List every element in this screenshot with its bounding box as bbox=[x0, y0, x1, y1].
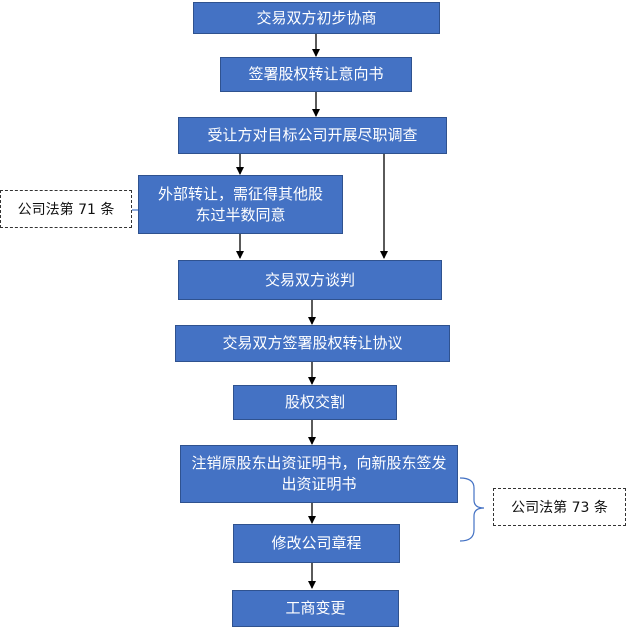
step-9-amend-articles: 修改公司章程 bbox=[233, 524, 400, 563]
step-1-negotiation: 交易双方初步协商 bbox=[193, 2, 440, 34]
brace-73 bbox=[459, 477, 485, 542]
step-2-letter-of-intent: 签署股权转让意向书 bbox=[220, 57, 412, 92]
step-3-due-diligence: 受让方对目标公司开展尽职调查 bbox=[178, 117, 447, 154]
step-4-shareholder-consent: 外部转让，需征得其他股东过半数同意 bbox=[138, 175, 343, 234]
step-6-sign-agreement: 交易双方签署股权转让协议 bbox=[175, 325, 450, 362]
note-company-law-73: 公司法第 73 条 bbox=[493, 488, 626, 526]
step-5-negotiation: 交易双方谈判 bbox=[178, 260, 442, 300]
step-10-registration-change: 工商变更 bbox=[232, 590, 399, 627]
step-7-equity-delivery: 股权交割 bbox=[233, 385, 397, 420]
step-8-capital-certificate: 注销原股东出资证明书，向新股东签发出资证明书 bbox=[180, 445, 458, 503]
note-company-law-71: 公司法第 71 条 bbox=[0, 190, 132, 228]
